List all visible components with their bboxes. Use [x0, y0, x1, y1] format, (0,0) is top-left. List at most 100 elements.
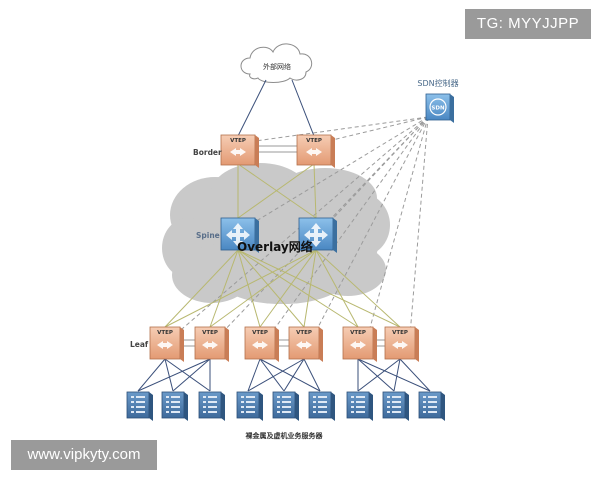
server-4-led-1 — [241, 401, 244, 403]
controller-link-2 — [247, 116, 429, 227]
link-spine-leaf-0-1 — [209, 249, 239, 328]
leaf-switch-5-arrow-icon — [350, 341, 366, 349]
server-6-led-2 — [313, 406, 316, 408]
border-switch-2-side — [331, 135, 335, 168]
server-3-led-0 — [203, 396, 206, 398]
border-switch-1-vtep-label: VTEP — [230, 138, 246, 144]
server-8-led-1 — [387, 401, 390, 403]
leaf-switch-3-arrow-icon — [252, 341, 268, 349]
server-1-slot-0 — [136, 396, 145, 398]
server-1-led-2 — [131, 406, 134, 408]
server-8-led-3 — [387, 411, 390, 413]
leaf-switch-6-side — [415, 327, 419, 362]
leaf-switch-6-arrow-icon — [392, 341, 408, 349]
server-8 — [382, 391, 409, 421]
server-3 — [198, 391, 225, 421]
server-4-led-2 — [241, 406, 244, 408]
server-4-side — [259, 392, 263, 421]
link-leaf-server-3-4 — [283, 358, 305, 392]
overlay-label: Overlay网络 — [237, 239, 313, 254]
border-switch-1-side — [255, 135, 259, 168]
server-9-body — [418, 391, 442, 419]
server-1-slot-2 — [136, 406, 145, 408]
server-8-slot-3 — [392, 411, 401, 413]
server-4-slot-2 — [246, 406, 255, 408]
server-2-led-0 — [166, 396, 169, 398]
server-7 — [346, 391, 373, 421]
link-leaf-server-2-3 — [247, 358, 261, 392]
controller-link-8 — [367, 116, 429, 336]
link-spine-leaf-0-3 — [237, 249, 305, 328]
leaf-switch-2-vtep-label: VTEP — [202, 330, 218, 336]
server-4-led-0 — [241, 396, 244, 398]
leaf-switch-1: VTEP — [149, 326, 184, 362]
link-external-border-2 — [291, 79, 315, 137]
server-1-led-3 — [131, 411, 134, 413]
link-border-spine-1-1 — [313, 163, 317, 219]
access-links — [137, 79, 431, 392]
server-5-slot-2 — [282, 406, 291, 408]
server-9-led-0 — [423, 396, 426, 398]
server-4 — [236, 391, 263, 421]
server-9 — [418, 391, 445, 421]
sdn-controller: SDN — [425, 93, 454, 123]
server-8-led-0 — [387, 396, 390, 398]
server-6-slot-3 — [318, 411, 327, 413]
controller-link-7 — [313, 116, 429, 336]
server-3-slot-2 — [208, 406, 217, 408]
url-watermark: www.vipkyty.com — [11, 440, 157, 470]
server-9-led-1 — [423, 401, 426, 403]
fabric-links — [164, 163, 401, 328]
link-spine-leaf-1-0 — [164, 249, 317, 328]
server-4-slot-0 — [246, 396, 255, 398]
server-5-led-3 — [277, 411, 280, 413]
controller-link-9 — [409, 116, 429, 336]
server-3-led-1 — [203, 401, 206, 403]
server-2-slot-0 — [171, 396, 180, 398]
leaf-switch-5: VTEP — [342, 326, 377, 362]
leaf-switch-1-vtep-label: VTEP — [157, 330, 173, 336]
leaf-switch-4-side — [319, 327, 323, 362]
link-spine-leaf-0-4 — [237, 249, 359, 328]
server-6-slot-2 — [318, 406, 327, 408]
spine-label: Spine — [196, 231, 220, 240]
server-2-led-1 — [166, 401, 169, 403]
leaf-switch-5-side — [373, 327, 377, 362]
leaf-switch-6: VTEP — [384, 326, 419, 362]
border-switch-2-arrow-icon — [306, 148, 322, 156]
link-leaf-server-3-5 — [303, 358, 321, 392]
link-leaf-server-1-0 — [137, 358, 211, 392]
server-2-slot-1 — [171, 401, 180, 403]
leaf-switch-5-vtep-label: VTEP — [350, 330, 366, 336]
spine-switch-1 — [220, 217, 259, 253]
server-5-side — [295, 392, 299, 421]
spine-switch-2-cross-arrows-icon — [304, 223, 328, 247]
server-4-slot-1 — [246, 401, 255, 403]
controller-link-6 — [269, 116, 429, 336]
border-label: Border — [193, 148, 222, 157]
server-2-slot-3 — [171, 411, 180, 413]
server-2-slot-2 — [171, 406, 180, 408]
border-switch-1: VTEP — [220, 134, 259, 168]
leaf-switch-3: VTEP — [244, 326, 279, 362]
sdn-badge-label: SDN — [431, 106, 445, 112]
server-7-led-0 — [351, 396, 354, 398]
server-8-led-2 — [387, 406, 390, 408]
border-switch-1-arrow-icon — [230, 148, 246, 156]
server-4-slot-3 — [246, 411, 255, 413]
server-2 — [161, 391, 188, 421]
leaf-switch-3-side — [275, 327, 279, 362]
server-6-led-3 — [313, 411, 316, 413]
server-3-led-2 — [203, 406, 206, 408]
server-6-side — [331, 392, 335, 421]
link-spine-leaf-1-5 — [315, 249, 401, 328]
link-spine-leaf-0-0 — [164, 249, 239, 328]
link-spine-leaf-0-2 — [237, 249, 261, 328]
link-leaf-server-2-4 — [259, 358, 285, 392]
diagram-labels: 外部网络SDN控制器BorderSpineOverlay网络Leaf裸金属及虚机… — [130, 62, 459, 440]
link-leaf-server-0-2 — [164, 358, 211, 392]
server-4-led-3 — [241, 411, 244, 413]
server-5 — [272, 391, 299, 421]
